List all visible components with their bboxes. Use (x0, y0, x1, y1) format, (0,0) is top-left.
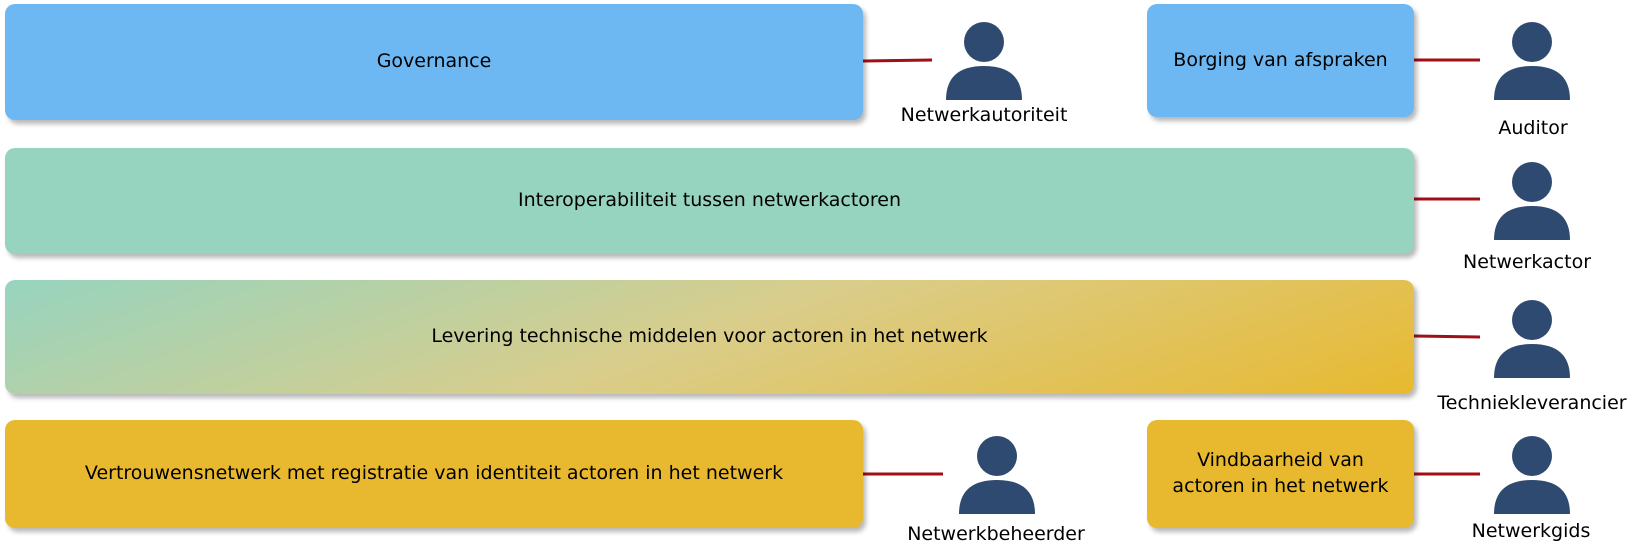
actor-netwerkautoriteit: Netwerkautoriteit (900, 104, 1068, 126)
actor-auditor: Auditor (1498, 117, 1568, 139)
vindbaarheid-label-line1: Vindbaarheid van (1197, 449, 1364, 472)
interoperabiliteit-box: Interoperabiliteit tussen netwerkactoren (5, 148, 1414, 254)
interoperabiliteit-label: Interoperabiliteit tussen netwerkactoren (517, 189, 902, 212)
person-icon (1494, 436, 1570, 514)
actor-netwerkactor: Netwerkactor (1462, 251, 1592, 273)
actor-techniekleverancier: Techniekleverancier (1437, 392, 1627, 414)
person-icon (1494, 22, 1570, 100)
connector-levering (1413, 334, 1481, 339)
actor-netwerkbeheerder: Netwerkbeheerder (907, 523, 1085, 545)
connector-governance (862, 58, 933, 63)
vindbaarheid-label: Vindbaarheid van actoren in het netwerk (1172, 448, 1388, 499)
levering-label: Levering technische middelen voor actore… (431, 325, 988, 348)
vindbaarheid-label-line2: actoren in het netwerk (1172, 475, 1389, 497)
levering-box: Levering technische middelen voor actore… (5, 280, 1414, 394)
person-icon (959, 436, 1035, 514)
borging-box: Borging van afspraken (1147, 4, 1414, 117)
borging-label: Borging van afspraken (1173, 48, 1388, 71)
person-icon (1494, 162, 1570, 240)
vertrouwensnetwerk-label: Vertrouwensnetwerk met registratie van i… (84, 462, 784, 485)
person-icon (946, 22, 1022, 100)
vertrouwensnetwerk-box: Vertrouwensnetwerk met registratie van i… (5, 420, 863, 528)
actor-netwerkgids: Netwerkgids (1471, 520, 1591, 542)
vindbaarheid-box: Vindbaarheid van actoren in het netwerk (1147, 420, 1414, 528)
governance-box: Governance (5, 4, 863, 120)
governance-label: Governance (376, 50, 492, 73)
person-icon (1494, 300, 1570, 378)
